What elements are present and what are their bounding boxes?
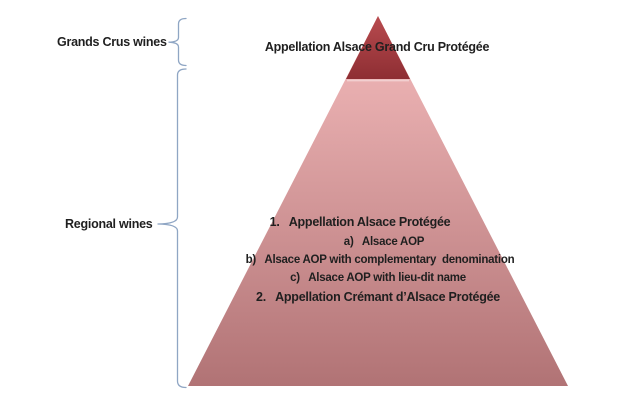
label-regional-wines: Regional wines: [65, 217, 153, 231]
label-grands-crus-wines: Grands Crus wines: [57, 35, 167, 49]
apex-tier-label: Appellation Alsace Grand Cru Protégée: [264, 40, 490, 54]
regional-wines-brace: [157, 68, 187, 389]
list-item-appellation-alsace-protegee: 1. Appellation Alsace Protégée: [269, 215, 451, 229]
list-item-alsace-aop-complementary-denomination: b) Alsace AOP with complementary denomin…: [245, 254, 515, 266]
list-item-alsace-aop-lieu-dit: c) Alsace AOP with lieu-dit name: [290, 272, 466, 284]
grands-crus-brace: [168, 17, 187, 67]
list-item-alsace-aop: a) Alsace AOP: [343, 236, 425, 248]
list-item-appellation-cremant-alsace-protegee: 2. Appellation Crémant d’Alsace Protégée: [256, 290, 500, 304]
pyramid-body-triangle: [188, 16, 568, 386]
pyramid-apex-triangle: [346, 16, 410, 79]
